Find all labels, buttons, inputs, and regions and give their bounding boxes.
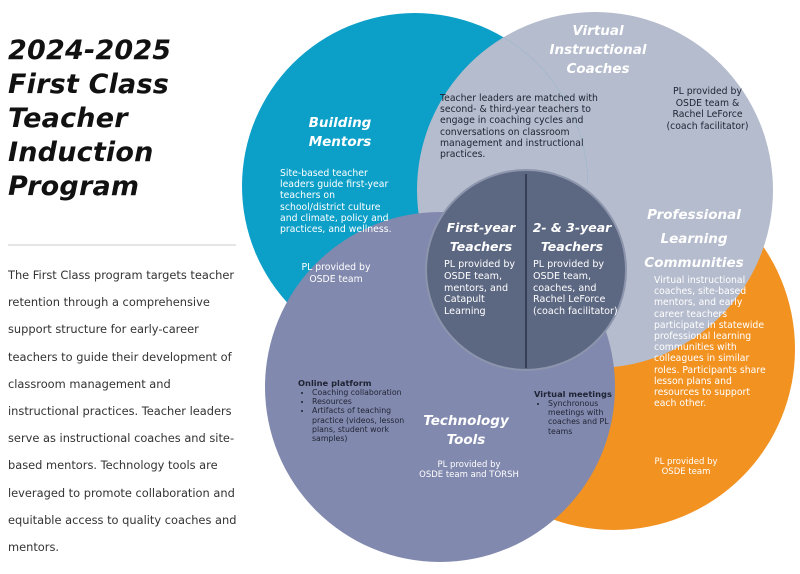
building-mentors-body: Site-based teacher leaders guide first-y… xyxy=(280,168,392,236)
building-mentors-title: Building Mentors xyxy=(290,114,390,152)
second-third-year-title: 2- & 3-year Teachers xyxy=(528,218,616,256)
title-line-5: Program xyxy=(8,171,140,202)
plc-pl: PL provided by OSDE team xyxy=(636,457,736,477)
first-year-body: PL provided by OSDE team, mentors, and C… xyxy=(444,259,516,318)
plc-pl-line1: PL provided by xyxy=(654,457,718,467)
title-line-1: 2024-2025 xyxy=(8,35,172,66)
plc-title-line1: Professional xyxy=(647,207,741,223)
online-platform-list: Coaching collaboration Resources Artifac… xyxy=(298,388,406,443)
plc-pl-line2: OSDE team xyxy=(661,467,711,478)
virtual-coaches-title-line1: Virtual xyxy=(572,23,624,39)
virtual-coaches-pl-line3: Rachel LeForce xyxy=(672,109,743,121)
program-description: The First Class program targets teacher … xyxy=(8,268,237,555)
plc-body: Virtual instructional coaches, site-base… xyxy=(654,275,766,410)
first-year-title: First-year Teachers xyxy=(438,218,524,256)
building-mentors-pl-line1: PL provided by xyxy=(301,262,371,273)
virtual-coaches-title-line2: Instructional xyxy=(549,42,647,58)
virtual-coaches-pl-line4: (coach facilitator) xyxy=(666,120,749,132)
technology-tools-pl: PL provided by OSDE team and TORSH xyxy=(404,460,534,480)
virtual-coaches-body: Teacher leaders are matched with second-… xyxy=(440,93,598,161)
second-third-year-title-line1: 2- & 3-year xyxy=(532,220,612,235)
virtual-meetings-heading: Virtual meetings xyxy=(534,389,612,399)
first-year-title-line1: First-year xyxy=(446,220,516,235)
virtual-coaches-title: Virtual Instructional Coaches xyxy=(533,22,663,79)
divider xyxy=(8,244,236,246)
virtual-coaches-title-line3: Coaches xyxy=(566,61,630,77)
online-platform-block: Online platform Coaching collaboration R… xyxy=(298,378,406,443)
list-item: Artifacts of teaching practice (videos, … xyxy=(312,406,406,443)
list-item: Resources xyxy=(312,397,406,406)
list-item: Coaching collaboration xyxy=(312,388,406,397)
plc-title-line3: Communities xyxy=(644,255,744,271)
building-mentors-pl: PL provided by OSDE team xyxy=(286,262,386,285)
virtual-coaches-pl: PL provided by OSDE team & Rachel LeForc… xyxy=(650,86,765,132)
technology-tools-title-line1: Technology xyxy=(423,413,509,429)
technology-tools-pl-line2: OSDE team and TORSH xyxy=(419,470,519,481)
title-line-4: Induction xyxy=(8,137,154,168)
second-third-year-title-line2: Teachers xyxy=(540,239,604,254)
list-item: Synchronous meetings with coaches and PL… xyxy=(548,399,626,436)
building-mentors-title-line1: Building xyxy=(308,115,372,131)
plc-title-line2: Learning xyxy=(660,231,728,247)
virtual-coaches-pl-line1: PL provided by xyxy=(673,86,742,97)
title-line-2: First Class xyxy=(8,69,170,100)
first-year-title-line2: Teachers xyxy=(449,239,513,254)
virtual-meetings-list: Synchronous meetings with coaches and PL… xyxy=(534,399,626,436)
technology-tools-title: Technology Tools xyxy=(398,412,534,450)
technology-tools-pl-line1: PL provided by xyxy=(437,460,501,470)
page-title: 2024-2025 First Class Teacher Induction … xyxy=(8,34,238,204)
virtual-meetings-block: Virtual meetings Synchronous meetings wi… xyxy=(534,389,626,436)
title-line-3: Teacher xyxy=(8,103,128,134)
plc-title: Professional Learning Communities xyxy=(628,203,760,275)
building-mentors-title-line2: Mentors xyxy=(308,134,372,150)
second-third-year-body: PL provided by OSDE team, coaches, and R… xyxy=(533,259,618,318)
virtual-coaches-pl-line2: OSDE team & xyxy=(675,97,740,109)
online-platform-heading: Online platform xyxy=(298,378,372,388)
building-mentors-pl-line2: OSDE team xyxy=(309,273,363,285)
technology-tools-title-line2: Tools xyxy=(446,432,486,448)
